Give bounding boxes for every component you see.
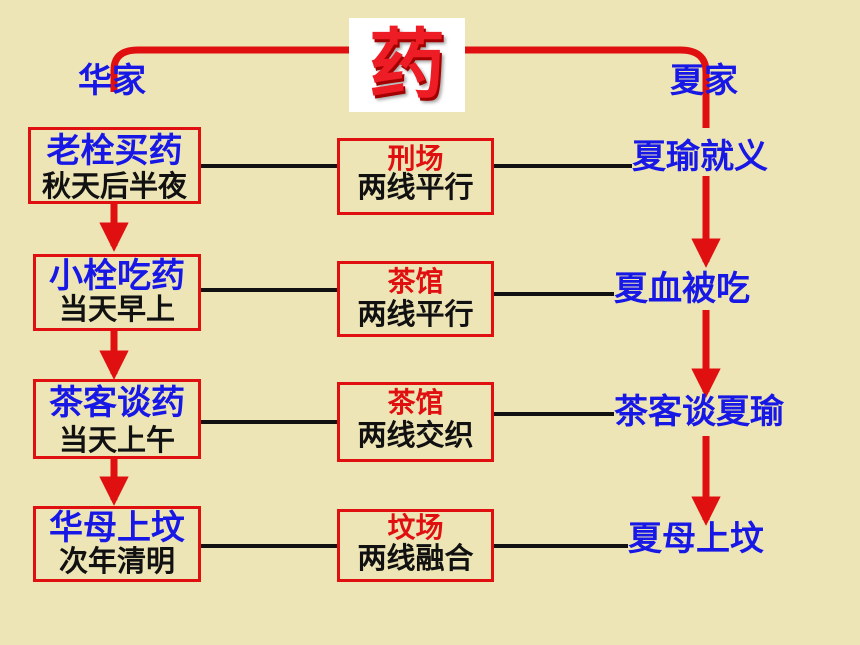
title-char: 药 [369,20,445,109]
left-header: 华家 [78,61,146,101]
left-box-title: 茶客谈药 [49,383,185,423]
left-box-time: 当天早上 [58,292,175,326]
right-item-3: 茶客谈夏瑜 [614,392,784,432]
left-box-1: 老栓买药 秋天后半夜 [28,127,201,204]
left-box-2: 小栓吃药 当天早上 [33,254,201,331]
middle-box-relation: 两线平行 [357,297,474,331]
middle-box-3: 茶馆 两线交织 [337,382,494,462]
left-box-title: 华母上坟 [49,508,185,548]
right-header: 夏家 [670,61,738,101]
middle-box-place: 刑场 [387,142,444,175]
right-item-2: 夏血被吃 [614,269,750,309]
left-box-title: 小栓吃药 [49,256,185,296]
middle-box-2: 茶馆 两线平行 [337,261,494,337]
left-box-time: 次年清明 [58,544,175,578]
middle-box-relation: 两线平行 [357,170,474,204]
middle-box-4: 坟场 两线融合 [337,509,494,582]
title-box: 药 [349,18,465,112]
middle-box-1: 刑场 两线平行 [337,138,494,215]
left-box-title: 老栓买药 [46,131,183,171]
middle-box-place: 坟场 [387,511,444,544]
left-box-time: 当天上午 [58,423,175,457]
middle-box-relation: 两线融合 [357,541,474,575]
middle-box-relation: 两线交织 [357,418,474,452]
left-box-time: 秋天后半夜 [41,169,187,203]
right-item-1: 夏瑜就义 [632,137,768,177]
middle-box-place: 茶馆 [387,265,444,298]
left-box-4: 华母上坟 次年清明 [33,506,201,582]
right-item-4: 夏母上坟 [628,519,764,559]
middle-box-place: 茶馆 [387,386,444,419]
left-box-3: 茶客谈药 当天上午 [33,379,201,459]
